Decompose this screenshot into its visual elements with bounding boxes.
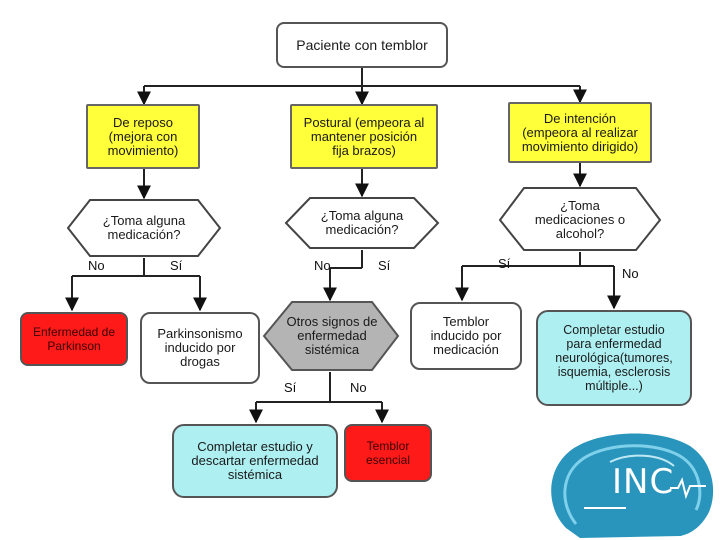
decision-q-med-1: [66, 199, 222, 257]
node-temblor-esencial: Temblor esencial: [344, 424, 432, 482]
label-q1-no: No: [88, 258, 105, 273]
node-temblor-intencion: De intención (empeora al realizar movimi…: [508, 102, 652, 163]
label-q3-si: Sí: [498, 256, 511, 271]
label-os-si: Sí: [284, 380, 297, 395]
decision-otros-signos: [262, 301, 400, 371]
label-q3-no: No: [622, 266, 639, 281]
node-paciente-con-temblor: Paciente con temblor: [276, 22, 448, 68]
q-med-2-text: ¿Toma alguna medicación?: [320, 208, 404, 237]
node-parkinsonismo-drogas: Parkinsonismo inducido por drogas: [140, 312, 260, 384]
logo-text: INC: [612, 462, 675, 502]
node-temblor-postural: Postural (empeora al mantener posición f…: [290, 104, 438, 169]
node-estudio-neurologico: Completar estudio para enfermedad neurol…: [536, 310, 692, 406]
inc-logo: [551, 433, 714, 538]
node-temblor-inducido-medicacion: Temblor inducido por medicación: [410, 302, 522, 370]
label-q2-no: No: [314, 258, 331, 273]
label-q2-si: Sí: [378, 258, 391, 273]
decision-q-med-3: [498, 187, 662, 251]
label-q1-si: Sí: [170, 258, 183, 273]
q-med-3-text: ¿Toma medicaciones o alcohol?: [534, 198, 626, 241]
node-estudio-sistemico: Completar estudio y descartar enfermedad…: [172, 424, 338, 498]
decision-q-med-2: [284, 197, 440, 249]
otros-signos-text: Otros signos de enfermedad sistémica: [286, 314, 378, 357]
node-temblor-reposo: De reposo (mejora con movimiento): [86, 104, 200, 169]
node-enfermedad-parkinson: Enfermedad de Parkinson: [20, 312, 128, 366]
q-med-1-text: ¿Toma alguna medicación?: [102, 213, 186, 242]
label-os-no: No: [350, 380, 367, 395]
